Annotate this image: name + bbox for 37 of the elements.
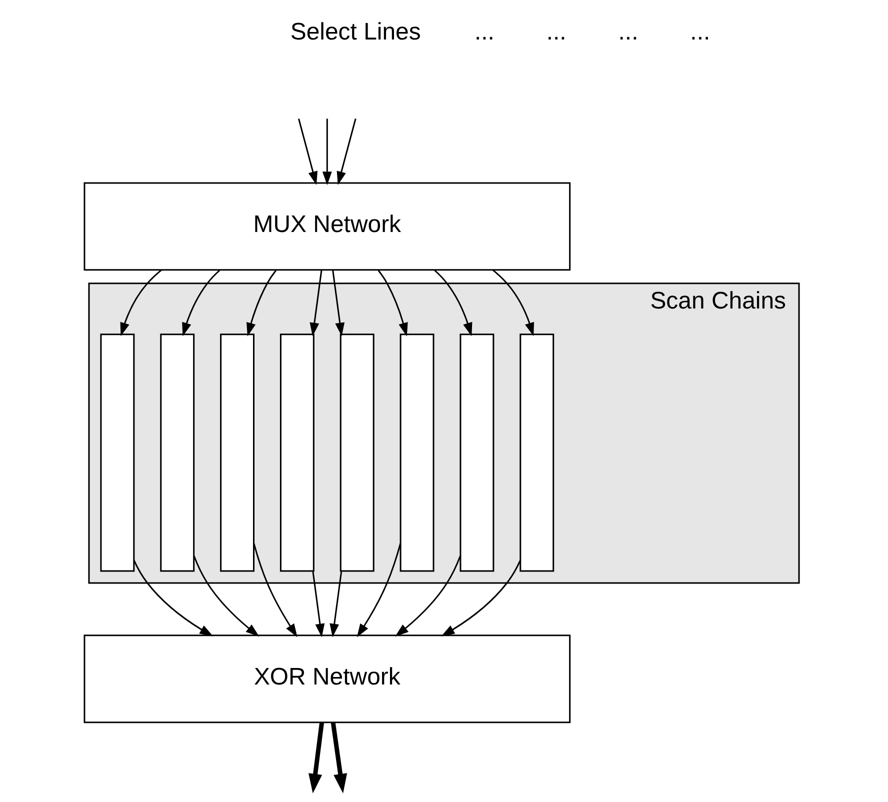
- node-bar: [220, 334, 254, 572]
- arrow: [133, 560, 214, 636]
- arrow: [310, 270, 322, 336]
- arrow: [308, 722, 324, 794]
- arrow: [298, 118, 318, 185]
- arrow: [246, 270, 276, 336]
- arrow: [120, 269, 162, 336]
- node-bar: [100, 334, 135, 572]
- label: ...: [690, 18, 710, 46]
- cluster: Scan Chains: [88, 282, 800, 584]
- arrow: [336, 118, 356, 185]
- arrow: [434, 270, 472, 336]
- arrow: [312, 572, 325, 638]
- arrow: [356, 543, 402, 638]
- label: ...: [618, 18, 638, 46]
- arrow: [441, 560, 521, 636]
- node-bar: [460, 334, 494, 572]
- arrow: [193, 556, 260, 637]
- arrow: [330, 722, 348, 794]
- node-bar: [400, 334, 434, 572]
- label: Select Lines: [290, 18, 421, 46]
- arrow: [492, 269, 534, 336]
- arrow: [332, 270, 345, 336]
- arrow: [330, 572, 342, 638]
- arrow: [322, 118, 332, 186]
- node-box: MUX Network: [84, 182, 571, 271]
- node-bar: [280, 334, 314, 572]
- label: ...: [546, 18, 566, 46]
- node-bar: [340, 334, 374, 572]
- node-bar: [160, 334, 195, 572]
- arrow: [378, 270, 408, 336]
- arrow: [182, 270, 220, 336]
- arrow: [253, 543, 298, 638]
- node-box: XOR Network: [84, 634, 571, 724]
- node-bar: [520, 334, 554, 572]
- label: ...: [474, 18, 494, 46]
- arrow: [395, 556, 461, 637]
